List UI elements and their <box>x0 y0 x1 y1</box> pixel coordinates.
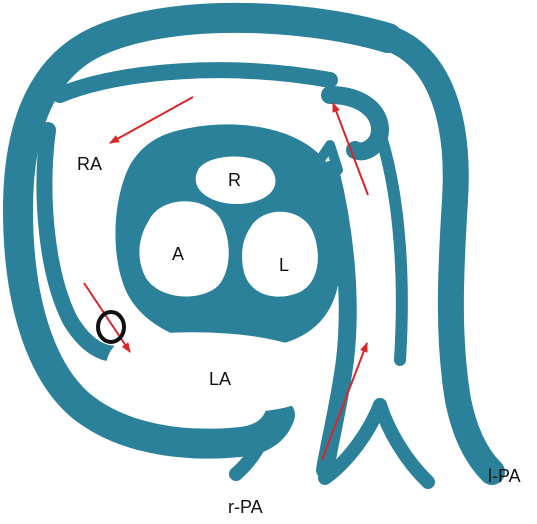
label-ra: RA <box>77 154 102 174</box>
label-a: A <box>172 244 184 264</box>
right-inner-channel-wall <box>382 140 402 360</box>
label-lpa: l-PA <box>488 466 521 486</box>
ra-top-channel-wall <box>60 70 330 95</box>
rpa-fork-right <box>380 405 428 482</box>
label-rpa: r-PA <box>228 497 263 517</box>
label-l: L <box>279 255 289 275</box>
defect-marker-circle <box>98 312 124 342</box>
a-cusp-cavity <box>139 201 228 296</box>
label-la: LA <box>209 369 231 389</box>
label-r: R <box>228 170 241 190</box>
upper-right-branch <box>330 95 380 151</box>
